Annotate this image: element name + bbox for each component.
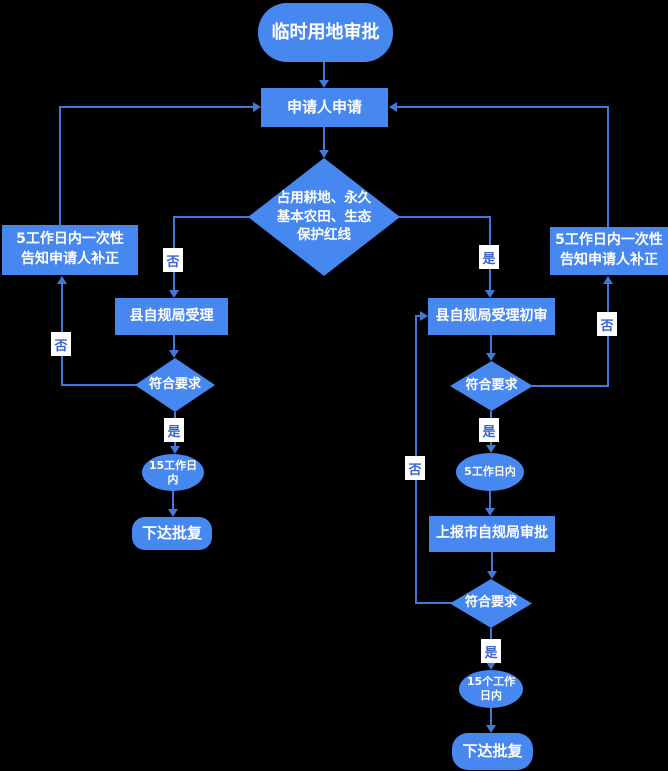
node-applicant-apply: 申请人申请 (261, 88, 388, 127)
arrowhead-down-icon (486, 353, 496, 361)
node-duration-15-workdays-right: 15个工作 日内 (459, 670, 523, 708)
arrowhead-down-icon (170, 446, 180, 454)
connector-days15-issue (172, 490, 174, 511)
connector-apply-decision (323, 127, 325, 152)
connector-checkleft-no-v (61, 277, 63, 386)
decision-meets-requirements-right: 符合要求 (450, 361, 533, 411)
node-notify-correction-left: 5工作日内一次性 告知申请人补正 (2, 225, 138, 275)
arrowhead-right-icon (253, 102, 261, 112)
edge-label-yes: 是 (164, 418, 184, 442)
node-duration-15-workdays-left: 15工作日 内 (142, 454, 204, 491)
node-duration-5-workdays: 5工作日内 (456, 453, 524, 491)
connector-notifyright-apply-v (607, 107, 609, 228)
edge-label-no: 否 (163, 248, 183, 272)
arrowhead-down-icon (168, 509, 178, 517)
connector-decision-no-h (173, 216, 249, 218)
arrowhead-down-icon (319, 150, 329, 158)
arrowhead-up-icon (57, 276, 67, 284)
decision-meets-requirements-left: 符合要求 (135, 358, 215, 412)
connector-checkfinal-no-h2 (415, 315, 423, 317)
arrowhead-down-icon (485, 508, 495, 516)
arrowhead-left-icon (389, 102, 397, 112)
connector-notifyright-apply-h (396, 106, 609, 108)
connector-notifyleft-apply-v (59, 107, 61, 226)
edge-label-no: 否 (405, 456, 425, 480)
arrowhead-down-icon (487, 571, 497, 579)
connector-accept-check (173, 335, 175, 352)
connector-checkright-no-h (532, 385, 609, 387)
arrowhead-down-icon (169, 350, 179, 358)
connector-days5-report (489, 490, 491, 509)
arrowhead-down-icon (169, 290, 179, 298)
connector-days15-issueright (490, 707, 492, 726)
node-notify-correction-right: 5工作日内一次性 告知申请人补正 (550, 227, 668, 275)
connector-report-checkfinal (491, 552, 493, 572)
arrowhead-down-icon (486, 725, 496, 733)
edge-label-no: 否 (51, 332, 71, 356)
decision-redline-occupation: 占用耕地、永久 基本农田、生态 保护红线 (248, 158, 400, 276)
connector-review-checkright (490, 335, 492, 354)
decision-meets-requirements-final: 符合要求 (450, 579, 532, 628)
node-report-city-bureau-approval: 上报市自规局审批 (429, 516, 555, 552)
arrowhead-right-icon (420, 311, 428, 321)
arrowhead-down-icon (486, 662, 496, 670)
connector-start-apply (323, 62, 325, 82)
node-issue-approval-right: 下达批复 (452, 733, 533, 770)
arrowhead-down-icon (319, 80, 329, 88)
arrowhead-down-icon (485, 290, 495, 298)
connector-notifyleft-apply-h (59, 106, 255, 108)
edge-label-yes: 是 (479, 418, 499, 442)
edge-label-yes: 是 (481, 639, 501, 663)
connector-checkleft-no-h (61, 384, 137, 386)
edge-label-no: 否 (597, 312, 617, 336)
edge-label-yes: 是 (479, 245, 499, 269)
node-start-terminator: 临时用地审批 (258, 3, 393, 62)
arrowhead-up-icon (603, 276, 613, 284)
node-county-bureau-preliminary-review: 县自规局受理初审 (428, 298, 555, 335)
connector-decision-yes-h (399, 216, 491, 218)
arrowhead-down-icon (486, 445, 496, 453)
connector-checkfinal-no-h1 (416, 602, 452, 604)
node-county-bureau-accept: 县自规局受理 (115, 298, 228, 335)
node-issue-approval-left: 下达批复 (132, 517, 212, 550)
